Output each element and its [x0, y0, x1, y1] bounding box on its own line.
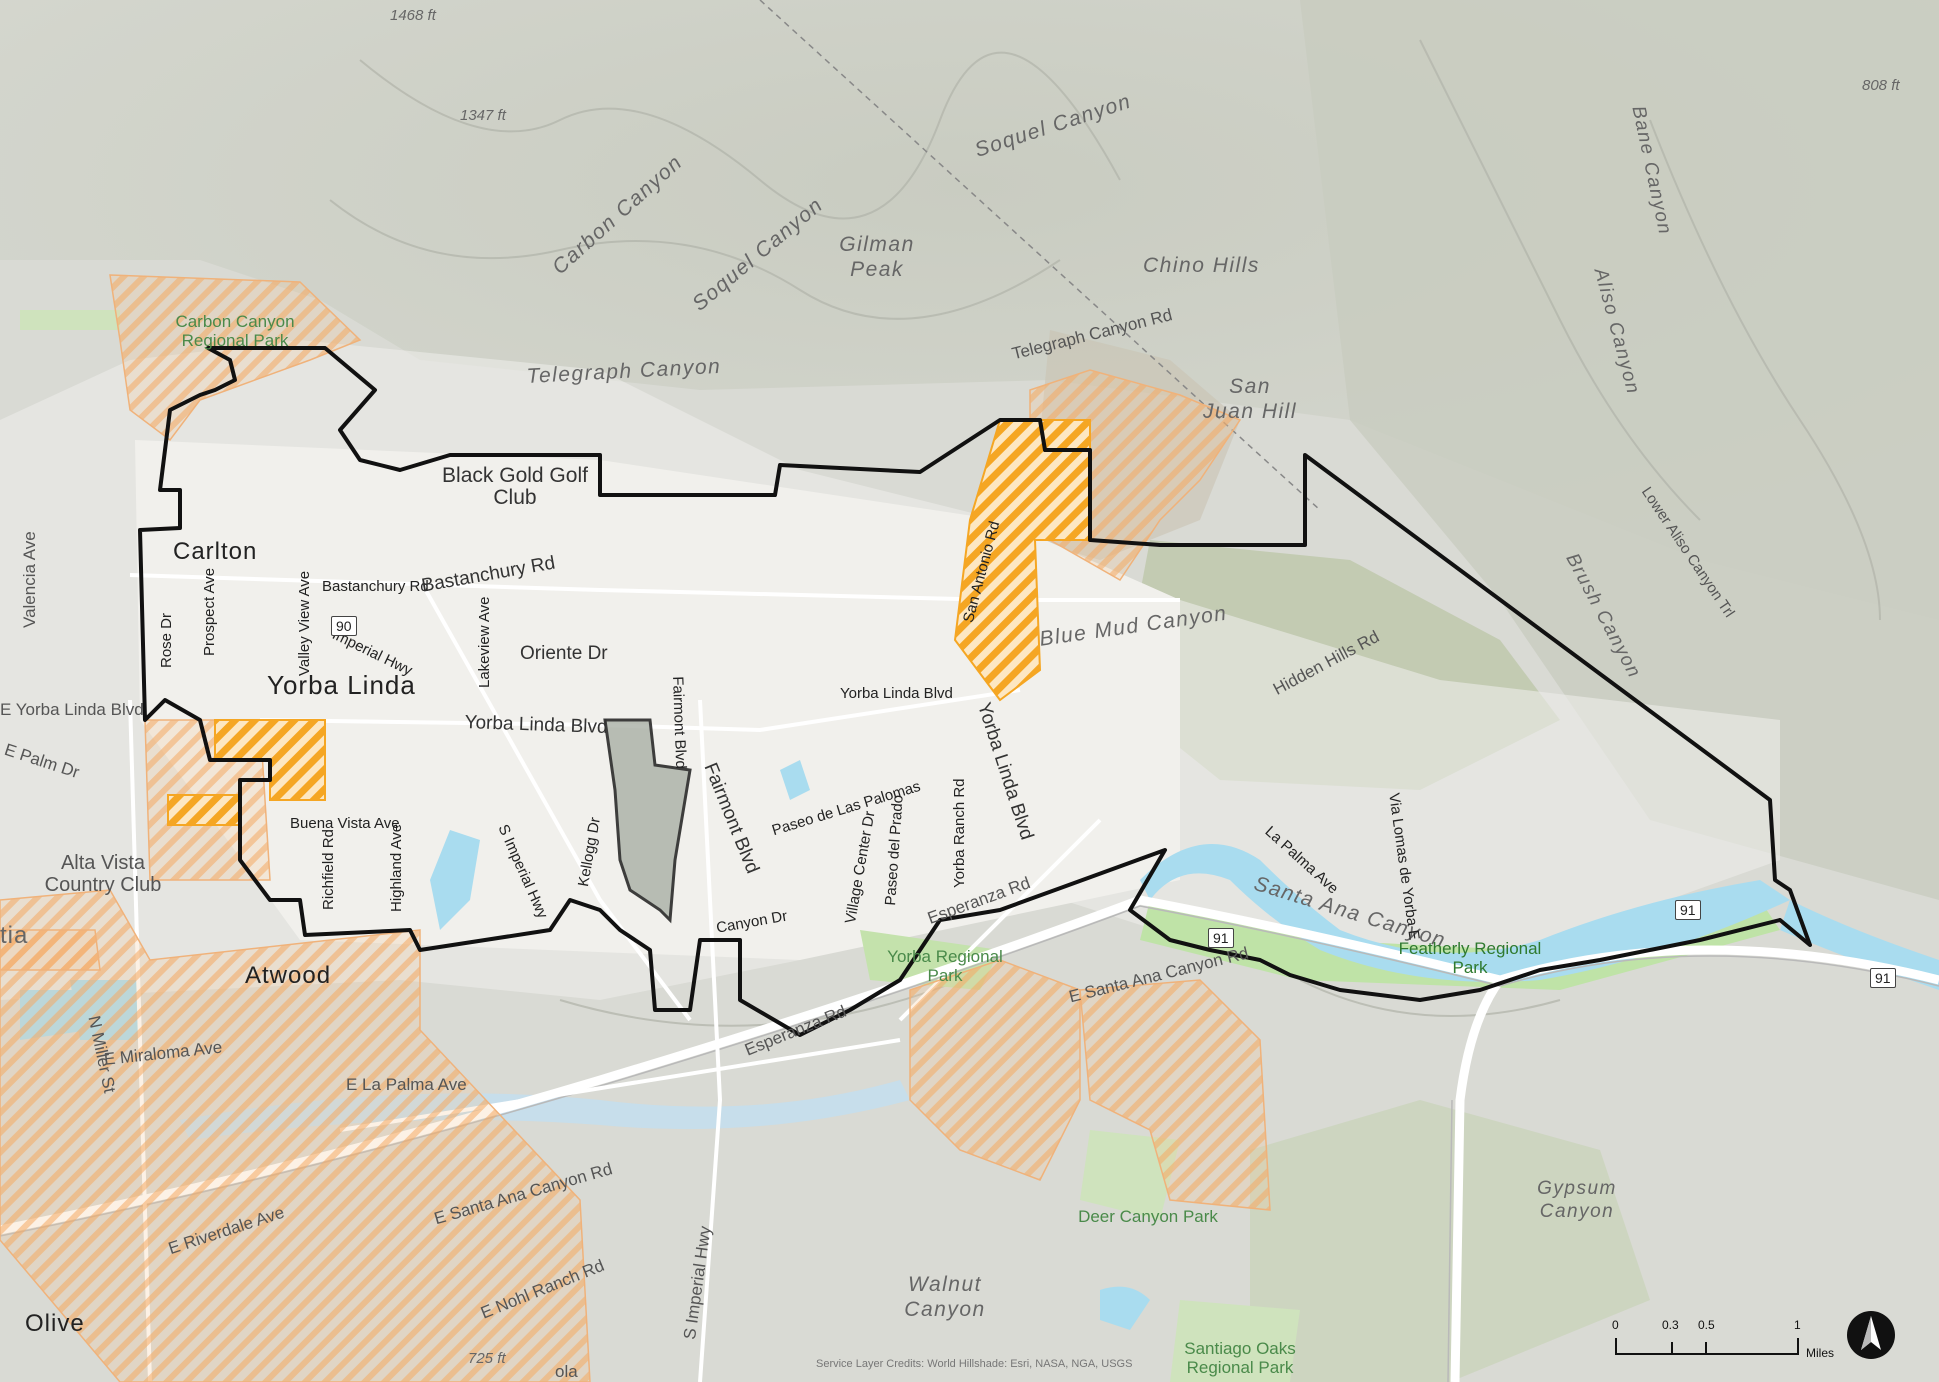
elevation-1468: 1468 ft [390, 7, 436, 24]
place-yorba-linda: Yorba Linda [267, 670, 416, 700]
terrain-gypsum-canyon: Gypsum Canyon [1537, 1178, 1617, 1222]
route-shield-91-b: 91 [1675, 900, 1701, 920]
santa-ana-river [1140, 844, 1790, 982]
road-fairmont-blvd-small: Fairmont Blvd [669, 676, 690, 770]
scale-tick-0-5: 0.5 [1698, 1318, 1715, 1332]
place-alta-vista: Alta Vista Country Club [44, 852, 162, 896]
park-yorba-regional: Yorba Regional Park [887, 947, 1003, 985]
scale-bar-graphic [1615, 1338, 1799, 1355]
scale-bar: 0 0.3 0.5 1 Miles [1612, 1316, 1834, 1366]
place-atwood: Atwood [245, 962, 332, 989]
santiago-oaks-park [1170, 1300, 1300, 1382]
terrain-walnut-canyon: Walnut Canyon [904, 1273, 986, 1322]
road-rose-dr: Rose Dr [158, 612, 175, 668]
road-buena-vista-ave: Buena Vista Ave [290, 815, 400, 832]
elevation-1347: 1347 ft [460, 107, 506, 124]
scale-tick-0: 0 [1612, 1318, 1619, 1332]
scale-unit: Miles [1806, 1346, 1835, 1360]
road-lakeview-ave: Lakeview Ave [476, 596, 493, 688]
featherly-park [1140, 900, 1780, 990]
small-park [20, 310, 120, 330]
route-shield-90: 90 [331, 616, 357, 636]
north-arrow-icon [1846, 1310, 1896, 1360]
deer-canyon-park [1080, 1130, 1180, 1220]
road-prospect-ave: Prospect Ave [201, 567, 218, 656]
scale-tick-0-3: 0.3 [1662, 1318, 1679, 1332]
place-black-gold: Black Gold Golf Club [442, 464, 588, 510]
road-bastanchury-small: Bastanchury Rd [322, 578, 429, 595]
terrain-chino-hills: Chino Hills [1143, 254, 1260, 277]
hill-region-east [1300, 0, 1939, 900]
road-e-yorba-linda-blvd: E Yorba Linda Blvd [0, 700, 144, 719]
city-boundary [138, 346, 1812, 1037]
excluded-area [603, 718, 692, 924]
ridges [329, 39, 1881, 1027]
elevation-808: 808 ft [1862, 77, 1900, 94]
park-carbon-canyon: Carbon Canyon Regional Park [175, 312, 295, 350]
park-featherly: Featherly Regional Park [1398, 939, 1542, 977]
terrain-san-juan-hill: San Juan Hill [1202, 375, 1298, 424]
road-highland-ave: Highland Ave [388, 823, 405, 912]
route-shield-91-a: 91 [1208, 928, 1234, 948]
arterials [128, 573, 1180, 1382]
place-carlton: Carlton [173, 538, 258, 565]
road-e-la-palma: E La Palma Ave [346, 1075, 467, 1094]
road-yorba-ranch: Yorba Ranch Rd [951, 778, 968, 888]
road-fragment: ola [555, 1362, 578, 1381]
road-yorba-linda-blvd-small: Yorba Linda Blvd [840, 685, 953, 702]
park-santiago-oaks: Santiago Oaks Regional Park [1184, 1339, 1296, 1377]
road-oriente-dr: Oriente Dr [520, 643, 608, 664]
road-valencia-ave: Valencia Ave [20, 531, 39, 628]
reservoir [430, 830, 480, 930]
hatched-light [0, 274, 1271, 1382]
city-area [135, 440, 1180, 960]
road-richfield-rd: Richfield Rd [320, 829, 337, 910]
scale-tick-1: 1 [1794, 1318, 1801, 1332]
pond [1100, 1286, 1150, 1330]
service-credits: Service Layer Credits: World Hillshade: … [816, 1358, 1133, 1370]
place-olive: Olive [25, 1310, 85, 1337]
terrain-gilman-peak: Gilman Peak [839, 233, 915, 282]
elevation-725: 725 ft [468, 1350, 506, 1367]
park-deer-canyon: Deer Canyon Park [1078, 1207, 1218, 1226]
lake [780, 760, 810, 800]
river-west [180, 1080, 910, 1140]
place-placentia-fragment: tia [0, 922, 29, 949]
road-valley-view-ave: Valley View Ave [296, 570, 313, 676]
route-shield-91-c: 91 [1870, 968, 1896, 988]
